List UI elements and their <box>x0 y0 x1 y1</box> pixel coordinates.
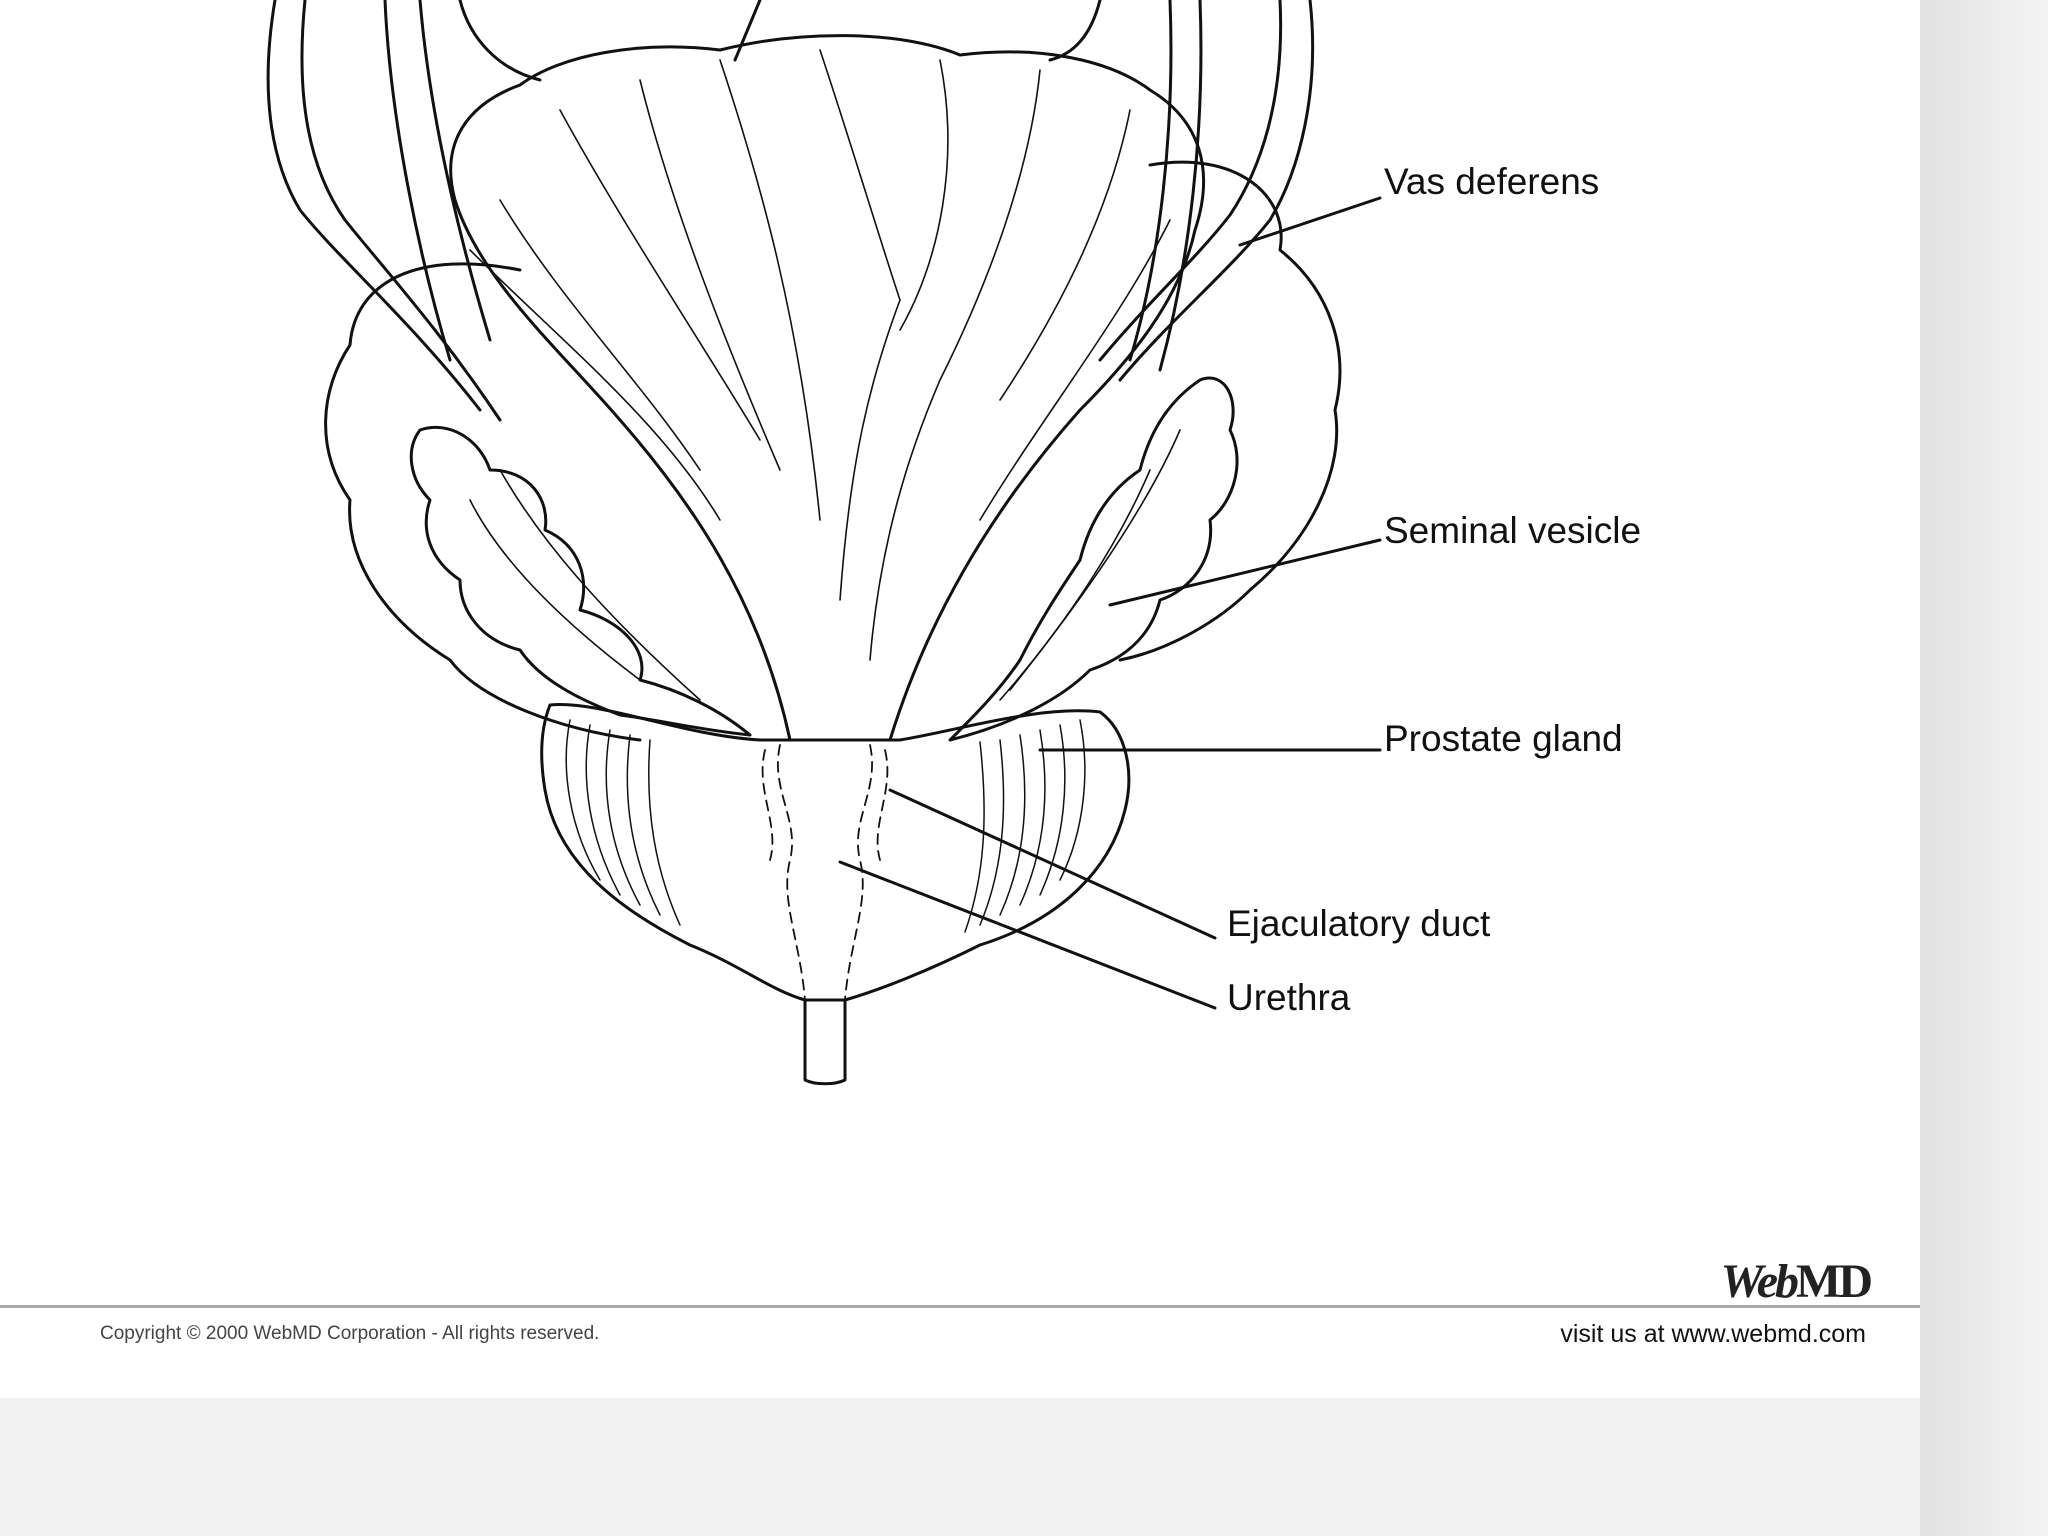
right-seminal-vesicle <box>948 376 1239 742</box>
vas-deferens-leader <box>1238 196 1382 247</box>
seminal-vesicle-leader <box>1108 538 1382 607</box>
label-prostate-gland: Prostate gland <box>1384 718 1623 759</box>
label-urethra: Urethra <box>1227 977 1351 1018</box>
left-seminal-vesicle <box>409 425 752 737</box>
logo-web: Web <box>1720 1255 1799 1308</box>
webmd-logo: WebMD <box>1720 1254 1873 1309</box>
label-ejaculatory-duct: Ejaculatory duct <box>1227 903 1491 944</box>
label-seminal-vesicle: Seminal vesicle <box>1384 510 1642 551</box>
bladder-outline <box>449 34 1206 742</box>
logo-md: MD <box>1796 1255 1873 1308</box>
right-vas-inner <box>1158 0 1203 372</box>
urethra-leader <box>838 860 1217 1010</box>
left-vas <box>383 0 452 362</box>
right-ureter-inner <box>1098 0 1283 362</box>
urethra-tube <box>803 998 847 1086</box>
prostate-outline <box>540 703 1131 1002</box>
right-ureter <box>1118 0 1315 382</box>
prostate-anatomy-illustration <box>266 0 1382 1086</box>
left-lobe-outline <box>324 262 642 742</box>
visit-text: visit us at www.webmd.com <box>1560 1320 1866 1348</box>
left-ureter-inner <box>300 0 502 422</box>
ejaculatory-duct-leader <box>888 788 1217 940</box>
left-vas-inner <box>418 0 492 342</box>
right-lobe-outline <box>1118 160 1342 662</box>
footer-divider <box>0 1305 1920 1308</box>
background-shade <box>1920 0 2048 1536</box>
left-ureter <box>266 0 482 412</box>
copyright-text: Copyright © 2000 WebMD Corporation - All… <box>100 1323 600 1344</box>
right-vas <box>1128 0 1173 362</box>
label-vas-deferens: Vas deferens <box>1384 161 1600 202</box>
diagram-sheet: Vas deferens Seminal vesicle Prostate gl… <box>0 0 1920 1398</box>
